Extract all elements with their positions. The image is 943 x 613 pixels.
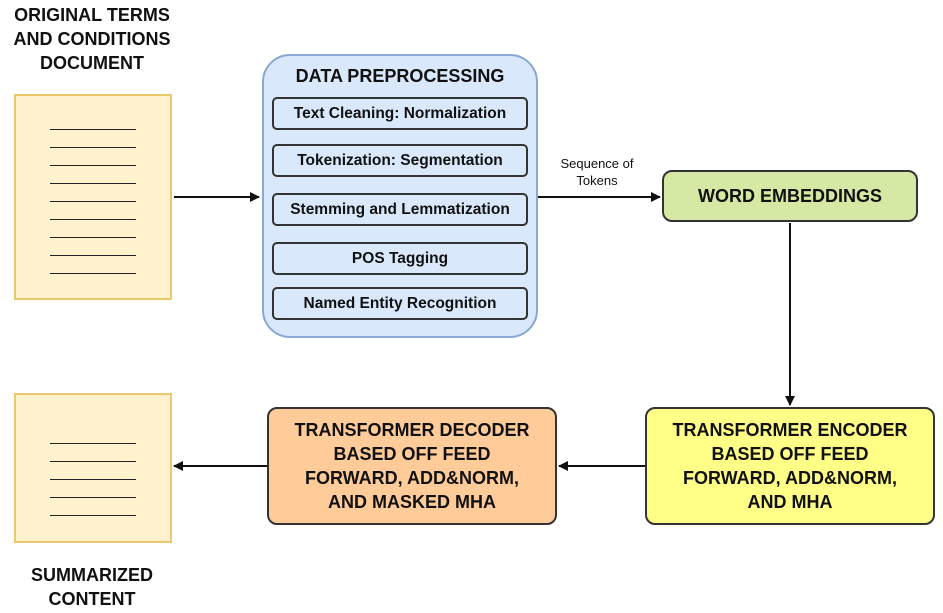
input-label-line: DOCUMENT (40, 53, 144, 73)
text-line-mark (50, 237, 136, 238)
step-stemming-lemmatization: Stemming and Lemmatization (272, 193, 528, 226)
data-preprocessing-title: DATA PREPROCESSING (295, 66, 505, 86)
encoder-label-line: AND MHA (747, 492, 833, 512)
text-line-mark (50, 165, 136, 166)
input-document-icon (14, 94, 172, 300)
text-line-mark (50, 255, 136, 256)
sequence-of-tokens-label: Sequence of Tokens (543, 155, 651, 189)
step-named-entity-recognition: Named Entity Recognition (272, 287, 528, 320)
text-line-mark (50, 273, 136, 274)
text-line-mark (50, 201, 136, 202)
text-line-mark (50, 147, 136, 148)
summarized-content-label: SUMMARIZED CONTENT (0, 563, 184, 611)
output-label-line: CONTENT (48, 589, 136, 609)
encoder-label-line: TRANSFORMER ENCODER (672, 420, 908, 440)
decoder-label-line: FORWARD, ADD&NORM, (304, 468, 519, 488)
decoder-label-line: BASED OFF FEED (333, 444, 491, 464)
word-embeddings-label: WORD EMBEDDINGS (698, 186, 882, 206)
text-line-mark (50, 183, 136, 184)
edge-label-line: Tokens (576, 173, 618, 188)
word-embeddings-box: WORD EMBEDDINGS (662, 170, 918, 222)
step-pos-tagging: POS Tagging (272, 242, 528, 275)
output-label-line: SUMMARIZED (31, 565, 153, 585)
input-label-line: ORIGINAL TERMS (14, 5, 170, 25)
text-line-mark (50, 479, 136, 480)
input-document-label: ORIGINAL TERMS AND CONDITIONS DOCUMENT (0, 3, 184, 75)
input-label-line: AND CONDITIONS (13, 29, 171, 49)
text-line-mark (50, 515, 136, 516)
step-tokenization: Tokenization: Segmentation (272, 144, 528, 177)
decoder-label-line: TRANSFORMER DECODER (294, 420, 530, 440)
text-line-mark (50, 443, 136, 444)
text-line-mark (50, 129, 136, 130)
transformer-decoder-box: TRANSFORMER DECODER BASED OFF FEED FORWA… (267, 407, 557, 525)
step-text-cleaning: Text Cleaning: Normalization (272, 97, 528, 130)
summarized-document-icon (14, 393, 172, 543)
edge-label-line: Sequence of (560, 156, 634, 171)
decoder-label-line: AND MASKED MHA (327, 492, 496, 512)
text-line-mark (50, 497, 136, 498)
data-preprocessing-container: DATA PREPROCESSING Text Cleaning: Normal… (262, 54, 538, 338)
encoder-label-line: FORWARD, ADD&NORM, (682, 468, 897, 488)
encoder-label-line: BASED OFF FEED (711, 444, 869, 464)
text-line-mark (50, 461, 136, 462)
transformer-encoder-box: TRANSFORMER ENCODER BASED OFF FEED FORWA… (645, 407, 935, 525)
text-line-mark (50, 219, 136, 220)
